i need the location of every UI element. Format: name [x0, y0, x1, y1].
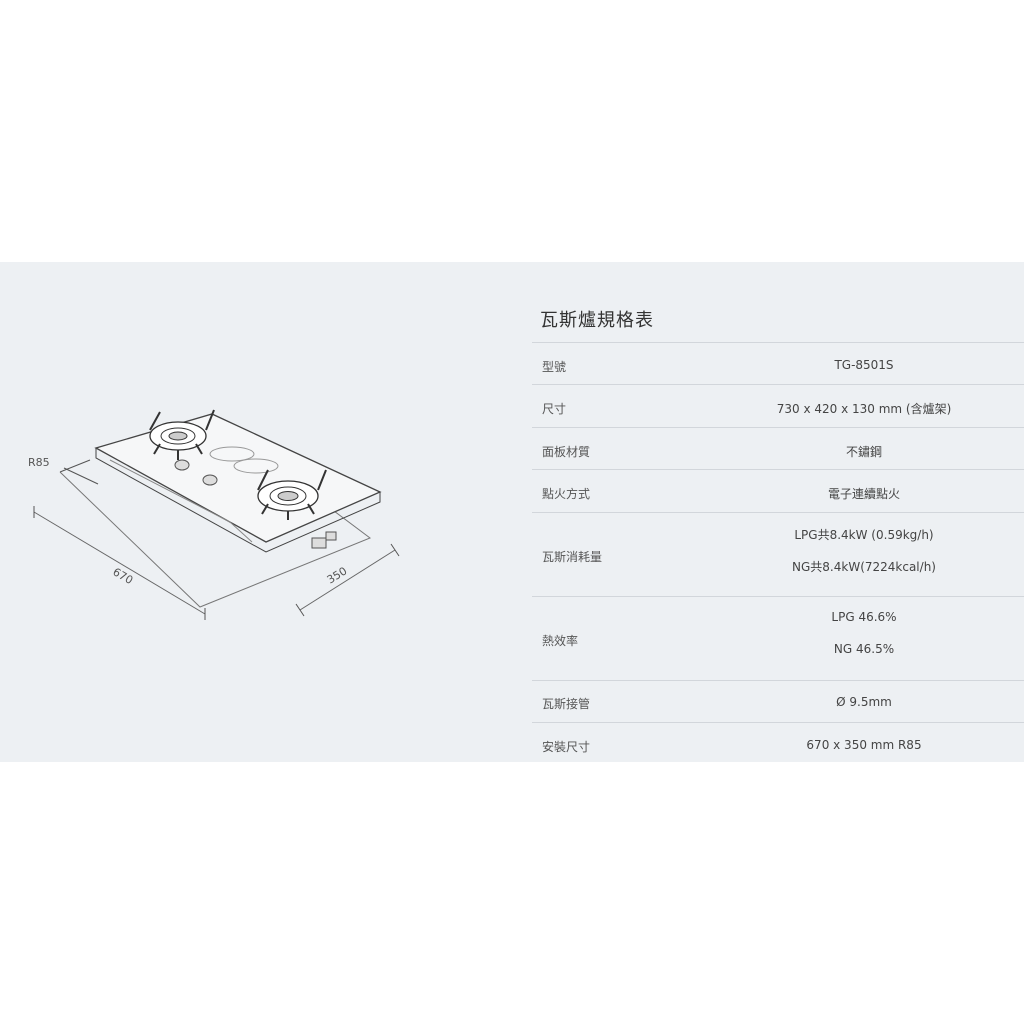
row-label-gas-pipe: 瓦斯接管	[542, 697, 591, 711]
divider	[532, 469, 1024, 470]
divider	[532, 427, 1024, 428]
depth-dimension-label: 350	[325, 564, 350, 586]
row-value-ignition: 電子連續點火	[827, 487, 900, 501]
row-label-thermal-efficiency: 熱效率	[542, 634, 579, 648]
stove-dimension-drawing: R85 670 350	[28, 409, 400, 620]
row-value-efficiency-lpg: LPG 46.6%	[831, 610, 897, 624]
width-dimension-label: 670	[111, 565, 136, 587]
row-value-gas-consumption-lpg: LPG共8.4kW (0.59kg/h)	[794, 528, 934, 542]
divider	[532, 596, 1024, 597]
row-value-gas-consumption-ng: NG共8.4kW(7224kcal/h)	[792, 560, 936, 574]
divider	[532, 384, 1024, 385]
row-value-size: 730 x 420 x 130 mm (含爐架)	[776, 402, 952, 416]
row-value-installation-size: 670 x 350 mm R85	[806, 738, 922, 752]
divider	[532, 722, 1024, 723]
row-value-model: TG-8501S	[834, 358, 894, 372]
row-label-model: 型號	[542, 360, 567, 374]
row-value-gas-pipe: Ø 9.5mm	[836, 695, 892, 709]
divider	[532, 342, 1024, 343]
row-label-installation-size: 安裝尺寸	[542, 740, 591, 754]
divider	[532, 680, 1024, 681]
radius-label: R85	[28, 456, 50, 469]
row-value-efficiency-ng: NG 46.5%	[833, 642, 895, 656]
divider	[532, 512, 1024, 513]
row-value-panel-material: 不鏽鋼	[845, 445, 882, 459]
row-label-ignition: 點火方式	[542, 487, 591, 501]
row-label-size: 尺寸	[542, 402, 567, 416]
row-label-gas-consumption: 瓦斯消耗量	[542, 550, 603, 564]
row-label-panel-material: 面板材質	[542, 445, 591, 459]
content-panel: R85 670 350 瓦斯爐規格表 型號 TG-8501S 尺寸 730 x …	[0, 262, 1024, 762]
spec-table-title: 瓦斯爐規格表	[540, 310, 654, 331]
